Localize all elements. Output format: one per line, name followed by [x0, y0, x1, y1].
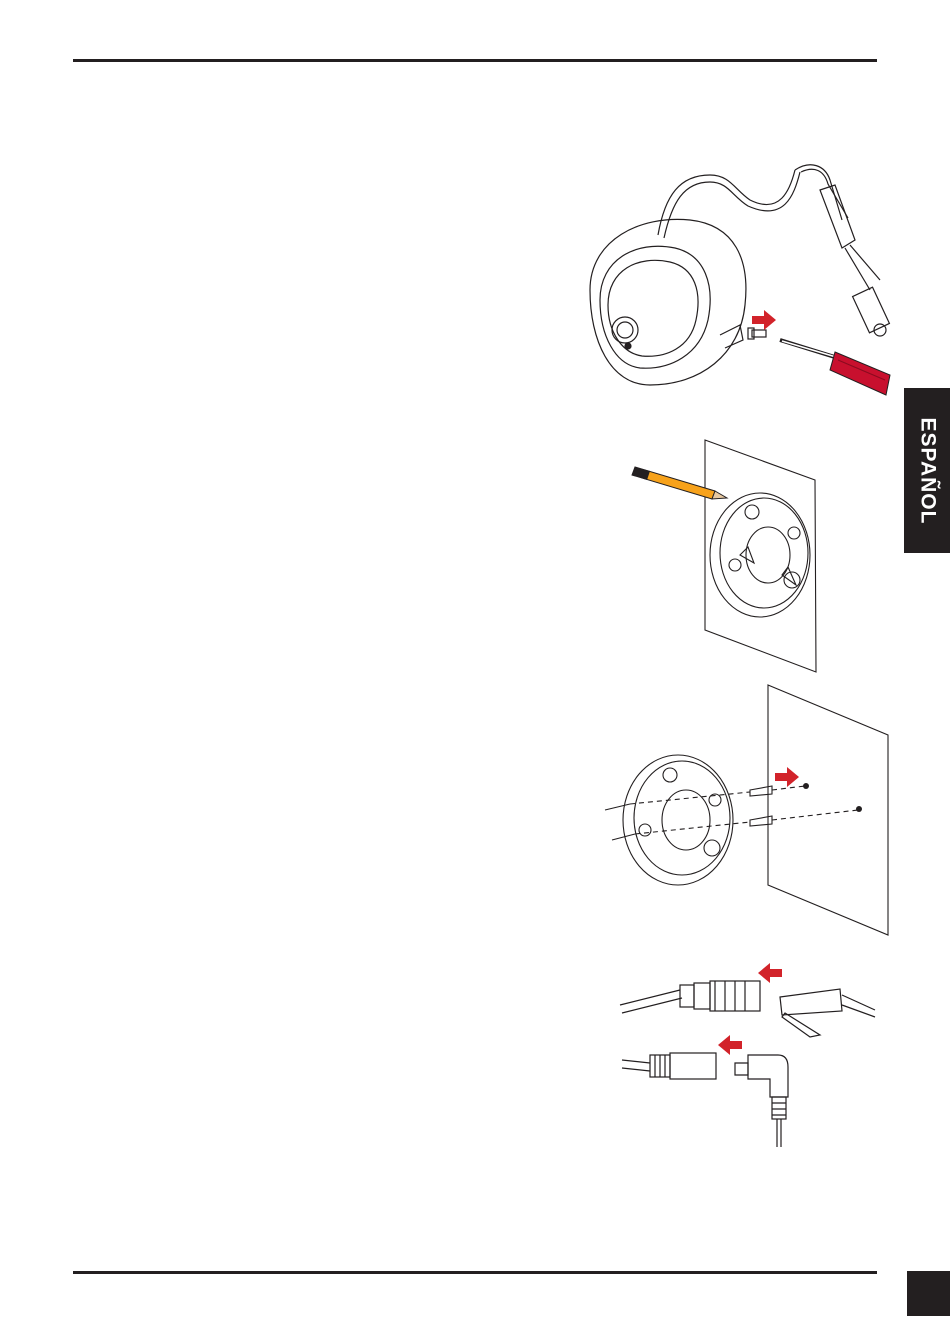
- camera-remove-screw-illustration: [580, 160, 910, 400]
- connectors-icon: [610, 955, 890, 1150]
- arrow-right-icon: [752, 310, 776, 330]
- attach-plate-illustration: [600, 680, 895, 940]
- arrow-right-icon: [775, 767, 799, 787]
- connect-cables-illustration: [610, 955, 890, 1150]
- language-tab-label: ESPAÑOL: [915, 417, 939, 524]
- dome-camera-icon: [580, 160, 910, 400]
- language-tab: ESPAÑOL: [904, 388, 950, 553]
- mark-holes-illustration: [630, 435, 830, 675]
- arrow-left-icon: [758, 963, 782, 983]
- mount-plate-anchors-icon: [600, 680, 895, 940]
- header-rule: [73, 59, 877, 62]
- arrow-left-icon: [718, 1035, 742, 1055]
- page-number-box: [907, 1271, 950, 1316]
- screwdriver-icon: [780, 340, 890, 395]
- pencil-icon: [632, 467, 727, 499]
- mount-plate-pencil-icon: [630, 435, 830, 675]
- footer-rule: [73, 1271, 877, 1274]
